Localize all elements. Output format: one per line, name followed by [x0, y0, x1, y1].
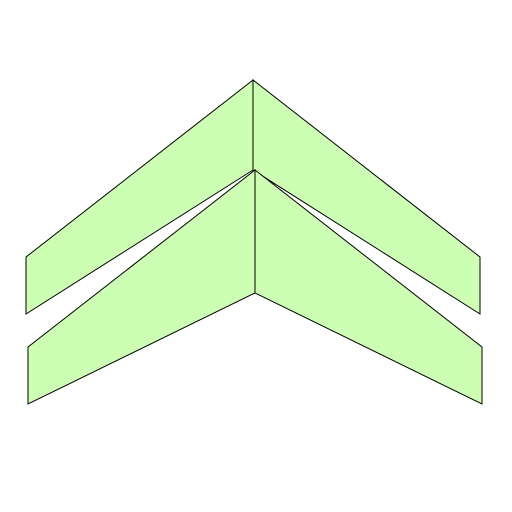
upper-chevron-icon [25, 78, 481, 315]
upper-chevron-right-wing [252, 78, 481, 315]
lower-chevron-icon [27, 168, 483, 405]
lower-chevron-right-wing [254, 168, 483, 405]
